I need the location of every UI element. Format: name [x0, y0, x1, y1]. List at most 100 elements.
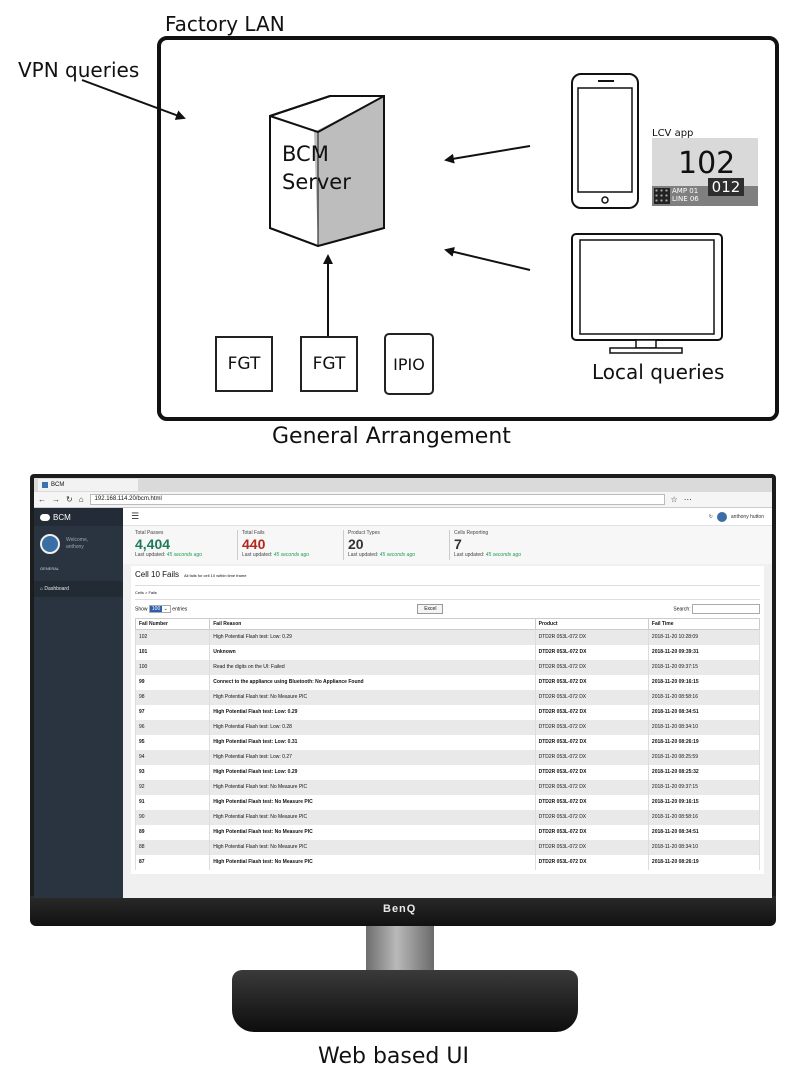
stat-updated: Last updated: 45 seconds ago: [454, 552, 555, 558]
general-arrangement-label: General Arrangement: [272, 424, 511, 449]
refresh-icon[interactable]: ↻: [66, 495, 73, 504]
bcm-server-label: BCM Server: [282, 140, 351, 196]
stat-updated-ago: 45 seconds ago: [166, 552, 203, 558]
table-cell: 87: [134, 854, 211, 870]
home-icon[interactable]: ⌂: [78, 495, 84, 504]
column-header[interactable]: Fail Time: [647, 618, 761, 630]
table-cell: 2018-11-20 09:37:15: [647, 779, 761, 795]
stat-title: Total Passes: [135, 530, 164, 536]
table-cell: 94: [134, 749, 211, 765]
entries-select[interactable]: 100 ⌄: [148, 605, 171, 613]
fgt-box-2: FGT: [300, 336, 358, 392]
table-cell: DTD2R 053L-072 DX: [534, 704, 649, 720]
table-cell: 99: [134, 674, 211, 690]
lcv-sub-count: 012: [708, 178, 744, 196]
stat-title: Total Fails: [242, 530, 265, 536]
forward-icon[interactable]: →: [52, 495, 60, 504]
top-nav: ☰ ↻ anthony hutton: [123, 508, 772, 526]
more-icon[interactable]: ⋯: [683, 495, 692, 504]
column-header[interactable]: Product: [534, 618, 649, 630]
refresh-icon[interactable]: ↻: [708, 513, 713, 520]
panel-subtitle: All fails for cell 10 within time frame: [183, 573, 247, 578]
table-cell: High Potential Flash test: No Measure PI…: [209, 794, 536, 810]
username-text: anthony: [66, 544, 84, 550]
table-cell: High Potential Flash test: No Measure PI…: [209, 689, 536, 705]
stat-updated: Last updated: 45 seconds ago: [135, 552, 237, 558]
stat-updated: Last updated: 45 seconds ago: [348, 552, 449, 558]
back-icon[interactable]: ←: [38, 495, 46, 504]
table-cell: 2018-11-20 09:37:15: [647, 659, 761, 675]
table-cell: 2018-11-20 09:39:31: [647, 644, 761, 660]
table-cell: High Potential Flash test: No Measure PI…: [209, 824, 536, 840]
table-cell: High Potential Flash test: Low: 0.29: [209, 704, 536, 720]
menu-toggle-icon[interactable]: ☰: [131, 511, 140, 521]
search-input[interactable]: [691, 604, 760, 614]
table-cell: 2018-11-20 09:16:15: [647, 674, 761, 690]
ipio-box: IPIO: [384, 333, 434, 395]
monitor-query-arrow: [444, 246, 531, 271]
column-header[interactable]: Fail Reason: [209, 618, 536, 630]
brand-name: BCM: [53, 512, 71, 522]
lcv-amp: AMP 01: [672, 187, 699, 195]
table-cell: DTD2R 053L-072 DX: [534, 764, 649, 780]
url-field[interactable]: 192.168.114.20/bcm.html: [89, 494, 665, 505]
table-cell: 2018-11-20 10:28:09: [647, 629, 761, 645]
panel-header: Cell 10 Fails All fails for cell 10 with…: [135, 570, 760, 586]
tab-title: BCM: [51, 482, 65, 488]
table-cell: 2018-11-20 09:16:15: [647, 794, 761, 810]
table-cell: Connect to the appliance using Bluetooth…: [209, 674, 536, 690]
lcv-amp-line: AMP 01 LINE 06: [672, 187, 699, 203]
monitor-brand-logo: BenQ: [383, 903, 417, 915]
browser-tab-bar: BCM: [34, 478, 772, 492]
sidebar-item-dashboard[interactable]: ⌂ Dashboard: [34, 581, 123, 597]
sidebar-item-label: Dashboard: [44, 586, 69, 592]
local-queries-label: Local queries: [592, 360, 725, 384]
table-cell: High Potential Flash test: Low: 0.29: [209, 764, 536, 780]
table-cell: 102: [134, 629, 211, 645]
stat-value: 7: [454, 536, 462, 552]
cloud-icon: [40, 513, 50, 521]
stat-value: 4,404: [135, 536, 171, 552]
monitor-bezel: [30, 896, 776, 926]
excel-export-button[interactable]: Excel: [417, 604, 444, 614]
browser-tab[interactable]: BCM: [38, 479, 138, 491]
fails-panel: Cell 10 Fails All fails for cell 10 with…: [131, 566, 764, 874]
table-cell: 89: [134, 824, 211, 840]
table-cell: 101: [134, 644, 211, 660]
table-cell: 2018-11-20 08:26:19: [647, 734, 761, 750]
table-cell: DTD2R 053L-072 DX: [534, 824, 649, 840]
stat-updated-label: Last updated:: [242, 552, 273, 558]
browser-window: BCM ← → ↻ ⌂ 192.168.114.20/bcm.html ☆ ⋯ …: [34, 478, 772, 898]
favorite-star-icon[interactable]: ☆: [670, 495, 678, 504]
user-menu[interactable]: ↻ anthony hutton: [708, 511, 764, 522]
table-cell: DTD2R 053L-072 DX: [534, 749, 649, 765]
sidebar-brand: BCM: [34, 508, 123, 526]
column-header[interactable]: Fail Number: [134, 618, 211, 630]
lcv-line: LINE 06: [672, 195, 699, 203]
table-cell: High Potential Flash test: Low: 0.31: [209, 734, 536, 750]
